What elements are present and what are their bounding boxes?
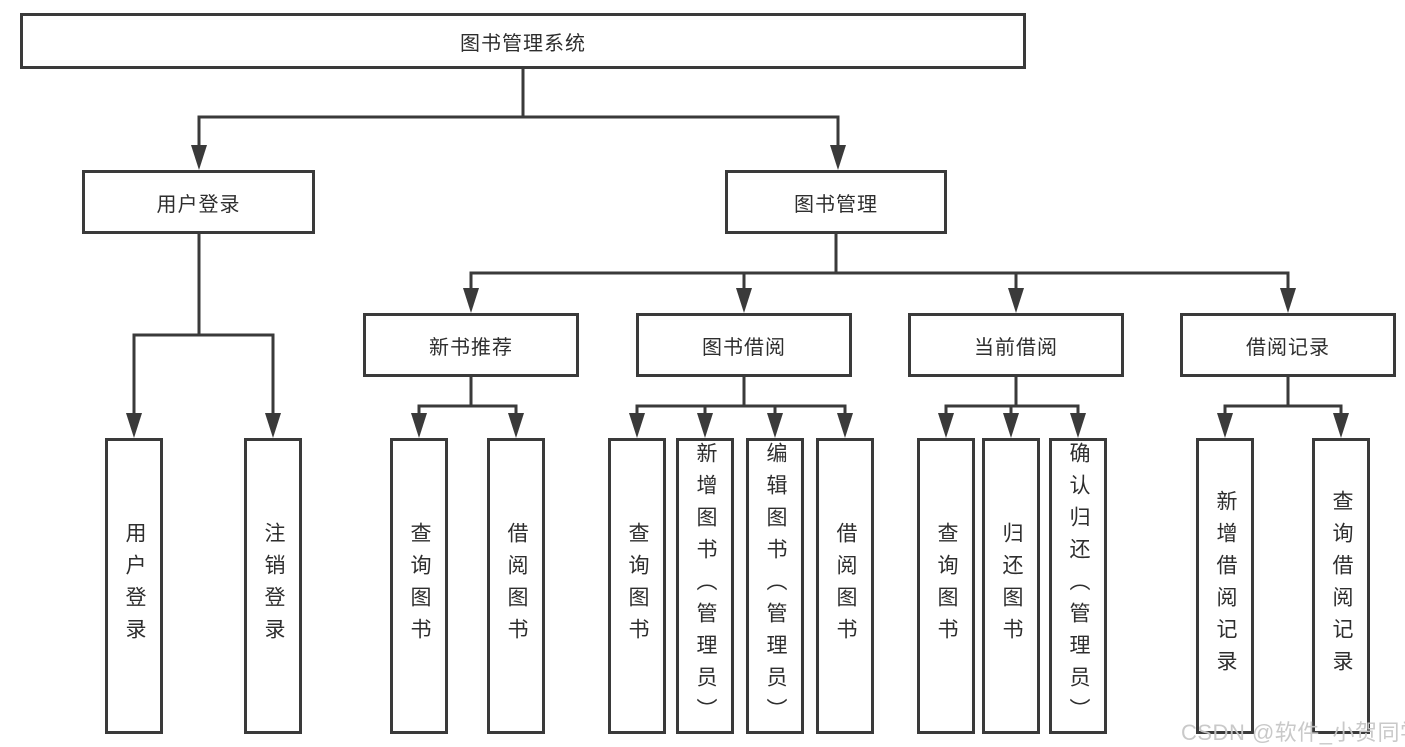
arrow-down-icon bbox=[1070, 413, 1086, 438]
connector-borrow-records-subtree bbox=[1217, 375, 1349, 438]
arrow-down-icon bbox=[191, 145, 207, 170]
connector-user-login-subtree bbox=[126, 232, 281, 438]
node-borrowing-records: 借阅记录 bbox=[1180, 313, 1396, 377]
leaf-records-query-borrow-record: 查询借阅记录 bbox=[1312, 438, 1370, 734]
arrow-down-icon bbox=[411, 413, 427, 438]
arrow-down-icon bbox=[629, 413, 645, 438]
leaf-recommend-query-books: 查询图书 bbox=[390, 438, 448, 734]
connector-new-book-recommend-subtree bbox=[411, 375, 524, 438]
leaf-borrow-query-books: 查询图书 bbox=[608, 438, 666, 734]
node-user-login: 用户登录 bbox=[82, 170, 315, 234]
arrow-down-icon bbox=[1217, 413, 1233, 438]
leaf-user-login: 用户登录 bbox=[105, 438, 163, 734]
node-book-borrowing: 图书借阅 bbox=[636, 313, 852, 377]
arrow-down-icon bbox=[1003, 413, 1019, 438]
connector-book-borrow-subtree bbox=[629, 375, 853, 438]
arrow-down-icon bbox=[697, 413, 713, 438]
leaf-logout: 注销登录 bbox=[244, 438, 302, 734]
leaf-current-query-books: 查询图书 bbox=[917, 438, 975, 734]
arrow-down-icon bbox=[736, 288, 752, 313]
node-new-book-recommendation: 新书推荐 bbox=[363, 313, 579, 377]
leaf-borrow-add-books-admin: 新增图书（管理员） bbox=[676, 438, 734, 734]
arrow-down-icon bbox=[1008, 288, 1024, 313]
connector-book-management-to-level3 bbox=[463, 232, 1296, 313]
leaf-recommend-borrow-books: 借阅图书 bbox=[487, 438, 545, 734]
arrow-down-icon bbox=[837, 413, 853, 438]
node-current-borrowing: 当前借阅 bbox=[908, 313, 1124, 377]
arrow-down-icon bbox=[1333, 413, 1349, 438]
arrow-down-icon bbox=[1280, 288, 1296, 313]
arrow-down-icon bbox=[126, 413, 142, 438]
arrow-down-icon bbox=[508, 413, 524, 438]
arrow-down-icon bbox=[767, 413, 783, 438]
csdn-watermark: CSDN @软件_小贺同学 bbox=[1181, 720, 1405, 745]
leaf-current-confirm-return-admin: 确认归还（管理员） bbox=[1049, 438, 1107, 734]
arrow-down-icon bbox=[265, 413, 281, 438]
connector-current-borrow-subtree bbox=[938, 375, 1086, 438]
leaf-borrow-borrow-books: 借阅图书 bbox=[816, 438, 874, 734]
arrow-down-icon bbox=[938, 413, 954, 438]
arrow-down-icon bbox=[463, 288, 479, 313]
leaf-current-return-books: 归还图书 bbox=[982, 438, 1040, 734]
leaf-records-add-borrow-record: 新增借阅记录 bbox=[1196, 438, 1254, 734]
leaf-borrow-edit-books-admin: 编辑图书（管理员） bbox=[746, 438, 804, 734]
node-library-management-system: 图书管理系统 bbox=[20, 13, 1026, 69]
connector-root-to-level2 bbox=[191, 67, 846, 170]
arrow-down-icon bbox=[830, 145, 846, 170]
node-book-management: 图书管理 bbox=[725, 170, 947, 234]
